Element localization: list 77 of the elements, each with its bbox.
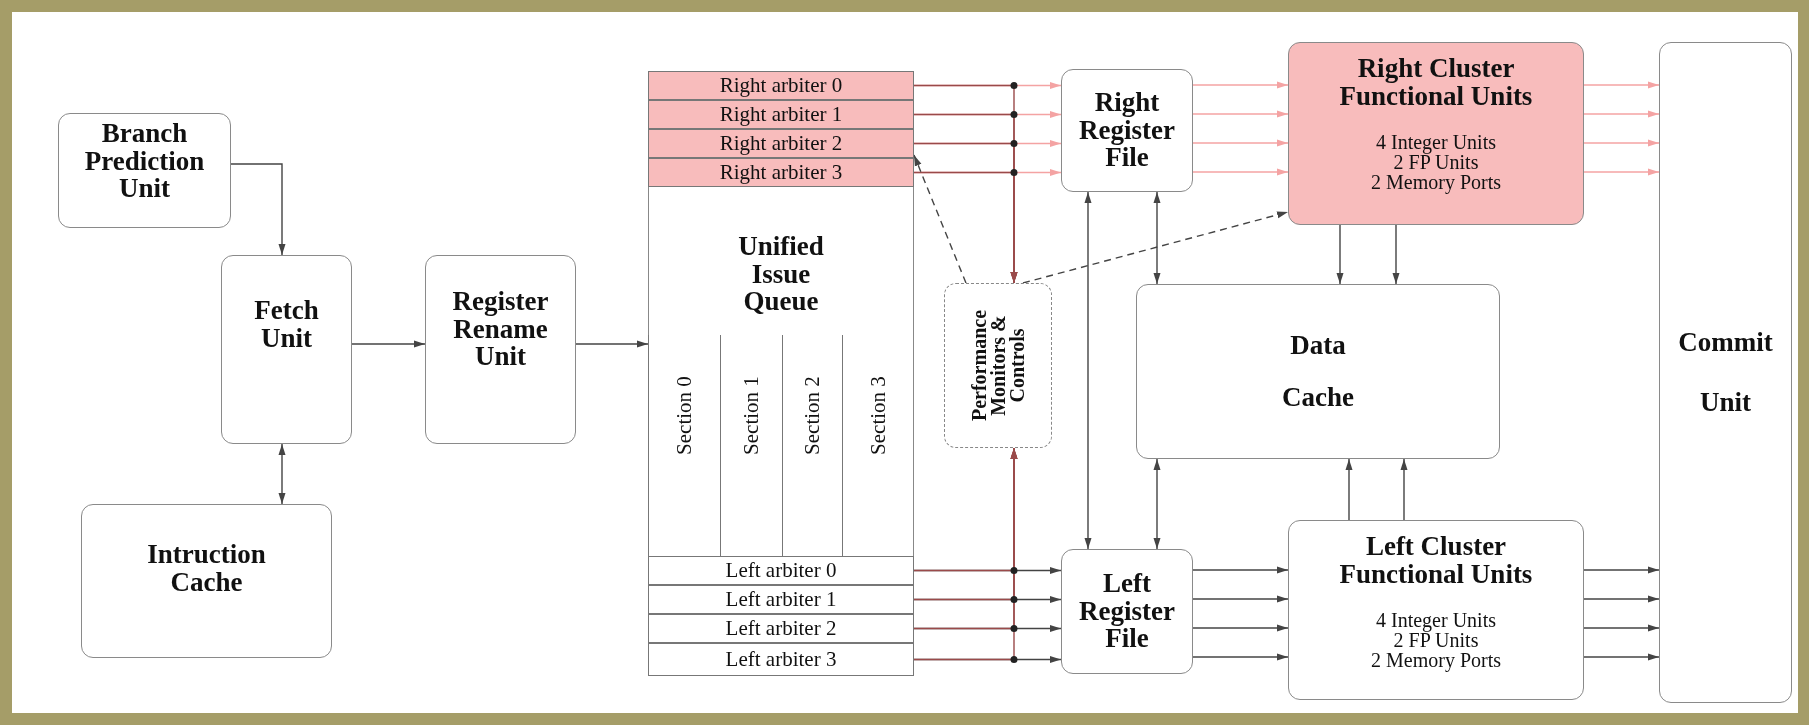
process-box xyxy=(221,255,352,444)
node-label: Right arbiter 0 xyxy=(719,75,843,96)
arbiter-row xyxy=(648,556,914,585)
node-label: Left arbiter 2 xyxy=(725,618,837,639)
node-label: Left arbiter 3 xyxy=(725,649,837,670)
node-label: Left arbiter 0 xyxy=(725,560,837,581)
arrow xyxy=(1583,653,1660,661)
arrow xyxy=(1022,211,1289,284)
node-label: Right Cluster Functional Units xyxy=(1338,55,1534,111)
arrow xyxy=(1583,81,1660,89)
node-label: Unified Issue Queue xyxy=(737,233,825,316)
arbiter-row xyxy=(648,158,914,187)
arrow xyxy=(1192,624,1289,632)
arrow xyxy=(1583,624,1660,632)
node-label: Performance Monitors & Controls xyxy=(969,309,1027,424)
arrow xyxy=(1392,224,1400,285)
node-label: Fetch Unit xyxy=(253,296,320,353)
arrow xyxy=(1336,224,1344,285)
node-label: Right arbiter 2 xyxy=(719,133,843,154)
arbiter-row xyxy=(648,614,914,643)
node-label: Register Rename Unit xyxy=(451,288,550,371)
node-label: Right arbiter 3 xyxy=(719,162,843,183)
node-label: Right arbiter 1 xyxy=(719,104,843,125)
process-box xyxy=(1136,284,1500,459)
arrow xyxy=(1153,458,1161,550)
arrow xyxy=(230,163,286,256)
node-label: Left arbiter 1 xyxy=(725,589,837,610)
process-box xyxy=(1659,42,1792,703)
node-label: Right Register File xyxy=(1078,89,1176,172)
arrow xyxy=(1192,81,1289,89)
dashed-box xyxy=(944,283,1052,448)
arrow xyxy=(1192,110,1289,118)
node-label: Data Cache xyxy=(1281,329,1355,414)
node-label: Left Register File xyxy=(1078,570,1176,653)
node-label: 4 Integer Units xyxy=(1376,132,1496,153)
arrow xyxy=(1192,168,1289,176)
arrow xyxy=(1583,566,1660,574)
node-label: 2 Memory Ports xyxy=(1371,172,1501,193)
arrow xyxy=(1583,168,1660,176)
node-label: 4 Integer Units xyxy=(1376,610,1496,631)
process-box xyxy=(58,113,231,228)
arrow xyxy=(1400,458,1408,521)
node-label: Branch Prediction Unit xyxy=(83,120,206,203)
arrow xyxy=(913,154,967,284)
node-label: Commit Unit xyxy=(1677,326,1774,419)
arrow xyxy=(1084,191,1092,550)
arrow xyxy=(278,443,286,505)
arrow xyxy=(1192,139,1289,147)
process-box xyxy=(425,255,576,444)
arrow xyxy=(1153,191,1161,285)
node-label: Section 0 xyxy=(672,376,697,455)
arbiter-row xyxy=(648,129,914,158)
process-box xyxy=(81,504,332,658)
process-box xyxy=(1061,69,1193,192)
node-label: Section 1 xyxy=(739,376,764,455)
arrow xyxy=(351,340,426,348)
functional-units-box xyxy=(1288,42,1584,225)
arrow xyxy=(1583,595,1660,603)
arbiter-row xyxy=(648,71,914,100)
process-box xyxy=(1061,549,1193,674)
node-label: Intruction Cache xyxy=(146,541,267,597)
arrow xyxy=(1583,139,1660,147)
arbiter-row xyxy=(648,100,914,129)
arrow xyxy=(1192,653,1289,661)
issue-queue-box xyxy=(648,71,914,676)
functional-units-box xyxy=(1288,520,1584,700)
node-label: Left Cluster Functional Units xyxy=(1338,533,1534,589)
arrow xyxy=(575,340,649,348)
arrow xyxy=(1192,595,1289,603)
node-label: Section 2 xyxy=(800,376,825,455)
arbiter-row xyxy=(648,585,914,614)
node-label: 2 Memory Ports xyxy=(1371,650,1501,671)
arrow xyxy=(1345,458,1353,521)
arrow xyxy=(1192,566,1289,574)
arrow xyxy=(1583,110,1660,118)
arbiter-row xyxy=(648,643,914,676)
node-label: Section 3 xyxy=(866,376,891,455)
